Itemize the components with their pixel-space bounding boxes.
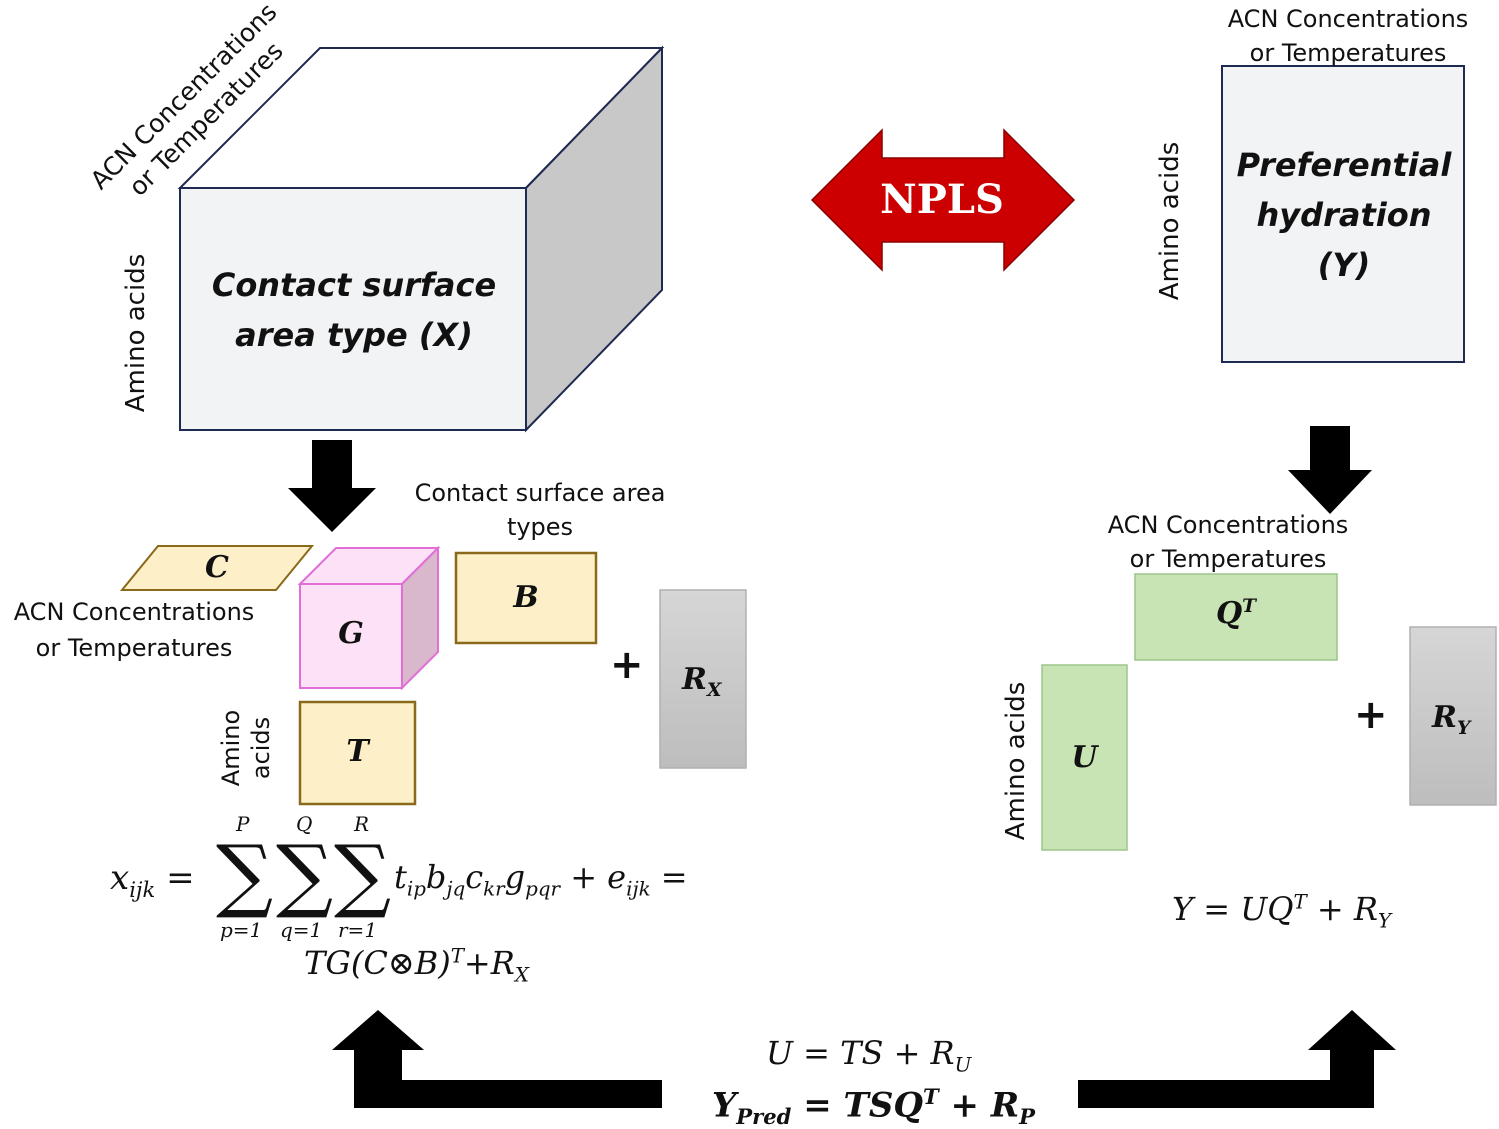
rx-subscript: X — [706, 680, 722, 701]
qt-loading-box — [1134, 573, 1338, 661]
sum-q-top: Q — [296, 812, 313, 836]
cube-x-title: Contact surface area type (X) — [196, 260, 512, 360]
t-side-label-line2: acids — [247, 716, 275, 780]
qt-top-label-line1: ACN Concentrations — [1107, 511, 1349, 539]
cube-x-front-face — [179, 187, 527, 431]
c-side-label-line1: ACN Concentrations — [13, 598, 255, 626]
sum-r-top: R — [354, 812, 370, 836]
matrix-y-top-label: ACN Concentrations or Temperatures — [1200, 2, 1496, 70]
c-side-label: ACN Concentrations or Temperatures — [0, 594, 268, 666]
qt-top-label: ACN Concentrations or Temperatures — [1080, 508, 1376, 576]
y-plus-sign: + — [1354, 692, 1388, 738]
sum-p-bottom: p=1 — [220, 918, 263, 942]
g-core-label: G — [338, 616, 364, 651]
g-core-front — [299, 583, 403, 689]
sum-p-top: P — [236, 812, 250, 836]
t-factor-box — [298, 700, 417, 806]
npls-double-arrow — [810, 128, 1076, 272]
b-top-label: Contact surface area types — [380, 476, 700, 544]
x-eq-sub: ijk — [129, 876, 156, 902]
cube-x-title-line1: Contact surface — [211, 266, 497, 304]
b-top-label-line1: Contact surface area — [414, 479, 666, 507]
rx-residual-label: RX — [682, 662, 721, 701]
u-equation: U = TS + RU — [766, 1034, 972, 1077]
sum-p-sigma: ∑ — [216, 828, 274, 921]
u-score-box — [1041, 664, 1128, 851]
b-factor-box — [454, 551, 598, 645]
x-eq-equals: = — [166, 858, 195, 898]
c-side-label-line2: or Temperatures — [35, 634, 233, 662]
matrix-y-title: Preferential hydration (Y) — [1226, 140, 1462, 290]
ry-residual-box — [1409, 626, 1497, 806]
ry-letter: R — [1432, 700, 1457, 735]
matrix-y-title-line3: (Y) — [1317, 246, 1371, 284]
down-arrow-right — [1288, 426, 1372, 514]
matrix-y-top-label-line1: ACN Concentrations — [1227, 5, 1469, 33]
q-superscript: T — [1242, 596, 1256, 617]
x-eq-x: x — [110, 858, 130, 898]
feedback-arrow-left — [332, 1010, 662, 1108]
qt-top-label-line2: or Temperatures — [1129, 545, 1327, 573]
feedback-arrow-right — [1078, 1010, 1396, 1108]
c-factor-shape — [119, 545, 315, 591]
sum-r-sigma: ∑ — [334, 828, 392, 921]
matrix-y-side-label: Amino acids — [1155, 141, 1185, 301]
matrix-y-title-line2: hydration — [1256, 196, 1432, 234]
b-factor-label: B — [513, 580, 539, 615]
t-side-label: Amino acids — [216, 698, 276, 798]
sum-q-bottom: q=1 — [280, 918, 323, 942]
sum-r-bottom: r=1 — [338, 918, 378, 942]
tucker-plus-sign: + — [610, 642, 644, 688]
qt-label: QT — [1216, 596, 1256, 631]
c-factor-label: C — [205, 550, 229, 585]
sum-q-sigma: ∑ — [276, 828, 334, 921]
y-equation: Y = UQT + RY — [1172, 890, 1392, 933]
ry-residual-label: RY — [1432, 700, 1470, 739]
rx-residual-box — [659, 589, 747, 769]
u-side-label: Amino acids — [1001, 681, 1031, 841]
rx-letter: R — [682, 662, 707, 697]
t-factor-label: T — [346, 734, 369, 769]
x-eq-terms: tipbjqckrgpqr + eijk = — [394, 858, 688, 901]
npls-label: NPLS — [880, 176, 1004, 223]
matrix-y-top-label-line2: or Temperatures — [1249, 39, 1447, 67]
matrix-y-title-line1: Preferential — [1236, 146, 1452, 184]
matrix-y-box — [1221, 65, 1465, 363]
down-arrow-left — [288, 440, 376, 532]
x-eq-line2: TG(C⊗B)T+RX — [304, 944, 529, 987]
ypred-equation: YPred = TSQT + RP — [712, 1084, 1035, 1129]
t-side-label-line1: Amino — [217, 709, 245, 787]
x-eq-lhs: xijk = — [110, 858, 195, 902]
u-label: U — [1071, 740, 1098, 775]
cube-x-title-line2: area type (X) — [235, 316, 473, 354]
b-top-label-line2: types — [506, 513, 574, 541]
cube-x-side-label: Amino acids — [121, 253, 151, 413]
q-letter: Q — [1216, 596, 1243, 631]
ry-subscript: Y — [1456, 718, 1471, 739]
